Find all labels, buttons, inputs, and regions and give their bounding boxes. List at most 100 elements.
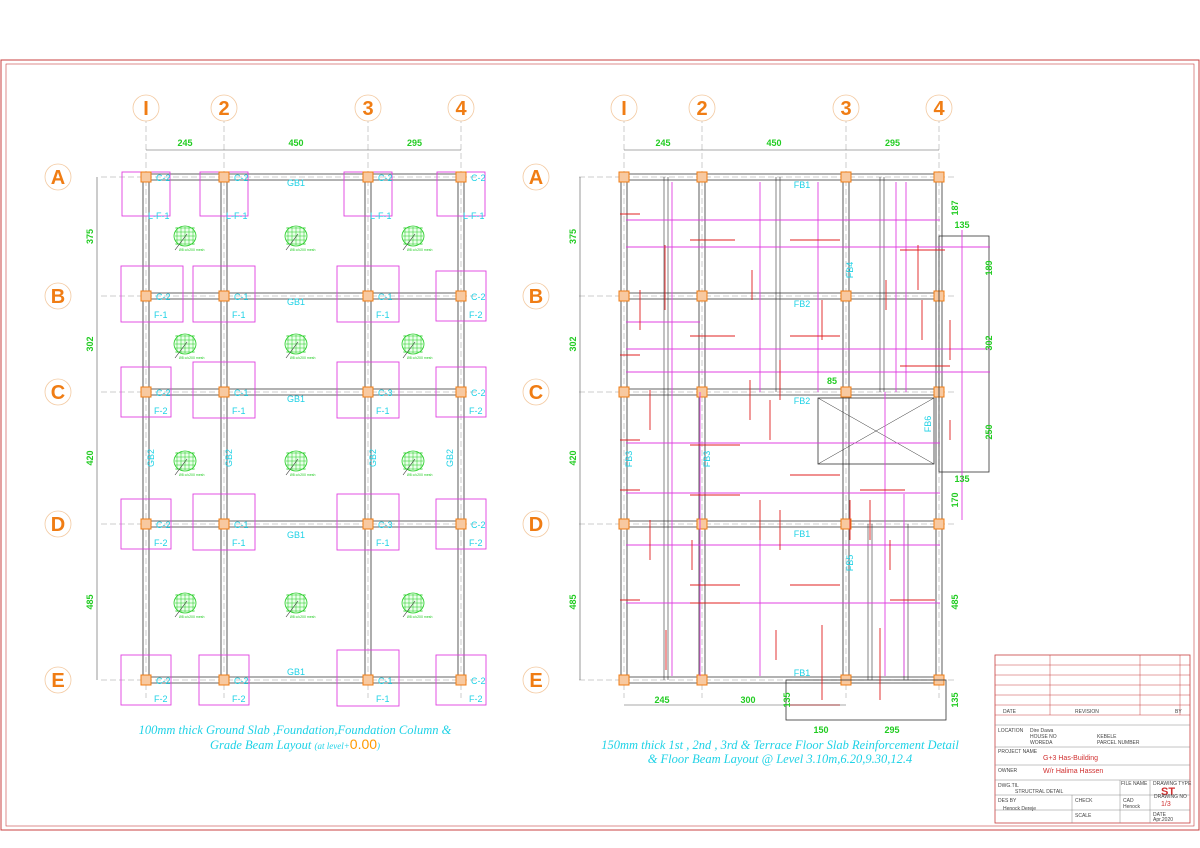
right-caption-line2: & Floor Beam Layout @ Level 3.10m,6.20,9… <box>647 752 913 766</box>
column-label-14: C-1 <box>234 520 249 530</box>
mesh-leader <box>402 341 416 359</box>
top-dim-3: 295 <box>885 138 900 148</box>
top-dim-2: 450 <box>766 138 781 148</box>
tb-revision-header: REVISION <box>1075 709 1099 715</box>
footing-label-11: F-1 <box>376 406 390 416</box>
grid-bubble-2: 2 <box>218 98 229 120</box>
tb-woreda-label: WOREDA <box>1030 740 1053 746</box>
tb-scale-label: SCALE <box>1075 813 1092 819</box>
column-marker-8 <box>455 290 467 302</box>
column-label-5: C-2 <box>156 292 171 302</box>
column-marker-6 <box>218 290 230 302</box>
left-plan-caption: 100mm thick Ground Slab ,Foundation,Foun… <box>95 723 495 753</box>
right-caption-line1: 150mm thick 1st , 2nd , 3rd & Terrace Fl… <box>601 738 959 752</box>
footing-outline-10 <box>192 361 256 419</box>
tb-drawing-no-value: 1/3 <box>1161 801 1171 808</box>
column-label-3: C-2 <box>378 173 393 183</box>
floor-column-0-2 <box>618 386 630 398</box>
column-marker-20 <box>455 674 467 686</box>
footing-label-5: F-1 <box>154 310 168 320</box>
slab-mesh-note-12: Ø8 c/c200 mesh <box>407 615 433 619</box>
column-label-15: C-3 <box>378 520 393 530</box>
grid-bubble-C-circle <box>522 378 550 406</box>
grid-bubble-D-circle <box>44 510 72 538</box>
tb-file-name-label: FILE NAME <box>1121 781 1148 787</box>
grid-bubble-4-circle <box>925 94 953 122</box>
floor-beam-label-3: FB2 <box>794 396 811 406</box>
grade-beam-label-2: GB1 <box>287 297 305 307</box>
footing-label-8: F-2 <box>469 310 483 320</box>
grid-bubble-4: 4 <box>455 98 467 120</box>
footing-label-16: F-2 <box>469 538 483 548</box>
column-marker-17 <box>140 674 152 686</box>
column-label-17: C-2 <box>156 676 171 686</box>
left-caption-level-suffix: ) <box>377 741 381 751</box>
tb-cad-value: Henock <box>1123 804 1140 810</box>
slab-mesh-note-11: Ø8 c/c200 mesh <box>290 615 316 619</box>
column-marker-12 <box>455 386 467 398</box>
slab-mesh-note-2: Ø8 c/c200 mesh <box>290 248 316 252</box>
floor-column-2-1 <box>840 290 852 302</box>
column-label-9: C-2 <box>156 388 171 398</box>
column-label-19: C-1 <box>378 676 393 686</box>
footing-outline-9 <box>120 366 172 418</box>
mesh-leader <box>402 458 416 476</box>
right-extra-dim-3: 189 <box>984 260 994 275</box>
tb-location-value: Dire Dawa <box>1030 728 1054 734</box>
floor-column-2-2 <box>840 386 852 398</box>
mesh-leader <box>285 341 299 359</box>
footing-label-14: F-1 <box>232 538 246 548</box>
floor-column-2-0 <box>840 171 852 183</box>
column-label-4: C-2 <box>471 173 486 183</box>
footing-label-17: F-2 <box>154 694 168 704</box>
grid-bubble-3: 3 <box>840 98 851 120</box>
footing-outline-17 <box>120 654 172 706</box>
tb-project-label: PROJECT NAME <box>998 749 1038 755</box>
footing-label-15: F-1 <box>376 538 390 548</box>
floor-beam-label-5: FB1 <box>794 668 811 678</box>
footing-outline-15 <box>336 493 400 551</box>
slab-mesh-note-3: Ø8 c/c200 mesh <box>407 248 433 252</box>
bottom-dim-3: 135 <box>782 692 792 707</box>
tb-drawing-no-label: DRAWING NO <box>1154 794 1187 800</box>
floor-column-0-4 <box>618 674 630 686</box>
floor-beam-label-10: FB6 <box>923 416 933 433</box>
tb-date-label: DATE <box>1153 812 1166 818</box>
footing-outline-16 <box>435 498 487 550</box>
grid-bubble-A-circle <box>522 163 550 191</box>
column-label-13: C-2 <box>156 520 171 530</box>
mesh-leader <box>285 233 299 251</box>
footing-label-20: F-2 <box>469 694 483 704</box>
grid-bubble-3: 3 <box>362 98 373 120</box>
footing-outline-8 <box>435 270 487 322</box>
tb-date-header: DATE <box>1003 709 1016 715</box>
right-plan-caption: 150mm thick 1st , 2nd , 3rd & Terrace Fl… <box>555 738 1005 766</box>
footing-label-12: F-2 <box>469 406 483 416</box>
grade-beam-label-4: GB1 <box>287 530 305 540</box>
left-dim-1: 375 <box>85 229 95 244</box>
tb-dwg-label: DWG.TIL <box>998 783 1019 789</box>
grid-bubble-C-circle <box>44 378 72 406</box>
slab-mesh-note-6: Ø8 c/c200 mesh <box>407 356 433 360</box>
grid-bubble-B: B <box>529 286 543 308</box>
floor-column-0-0 <box>618 171 630 183</box>
grid-bubble-4-circle <box>447 94 475 122</box>
grid-bubble-C: C <box>529 382 543 404</box>
slab-mesh-note-4: Ø8 c/c200 mesh <box>179 356 205 360</box>
slab-mesh-note-10: Ø8 c/c200 mesh <box>179 615 205 619</box>
floor-column-3-3 <box>933 518 945 530</box>
left-caption-level-prefix: (at level+ <box>314 741 350 751</box>
tb-owner-value: W/r Halima Hassen <box>1043 768 1104 775</box>
floor-column-1-0 <box>696 171 708 183</box>
bottom-dim-5: 295 <box>884 725 899 735</box>
column-marker-18 <box>218 674 230 686</box>
footing-outline-11 <box>336 361 400 419</box>
floor-column-3-0 <box>933 171 945 183</box>
title-block: DATE REVISION BY LOCATION Dire Dawa HOUS… <box>995 655 1191 823</box>
bottom-landing-outline <box>785 679 947 721</box>
grid-bubble-E-circle <box>522 666 550 694</box>
right-extra-dim-9: 135 <box>950 692 960 707</box>
left-caption-level-value: 0.00 <box>349 736 378 752</box>
